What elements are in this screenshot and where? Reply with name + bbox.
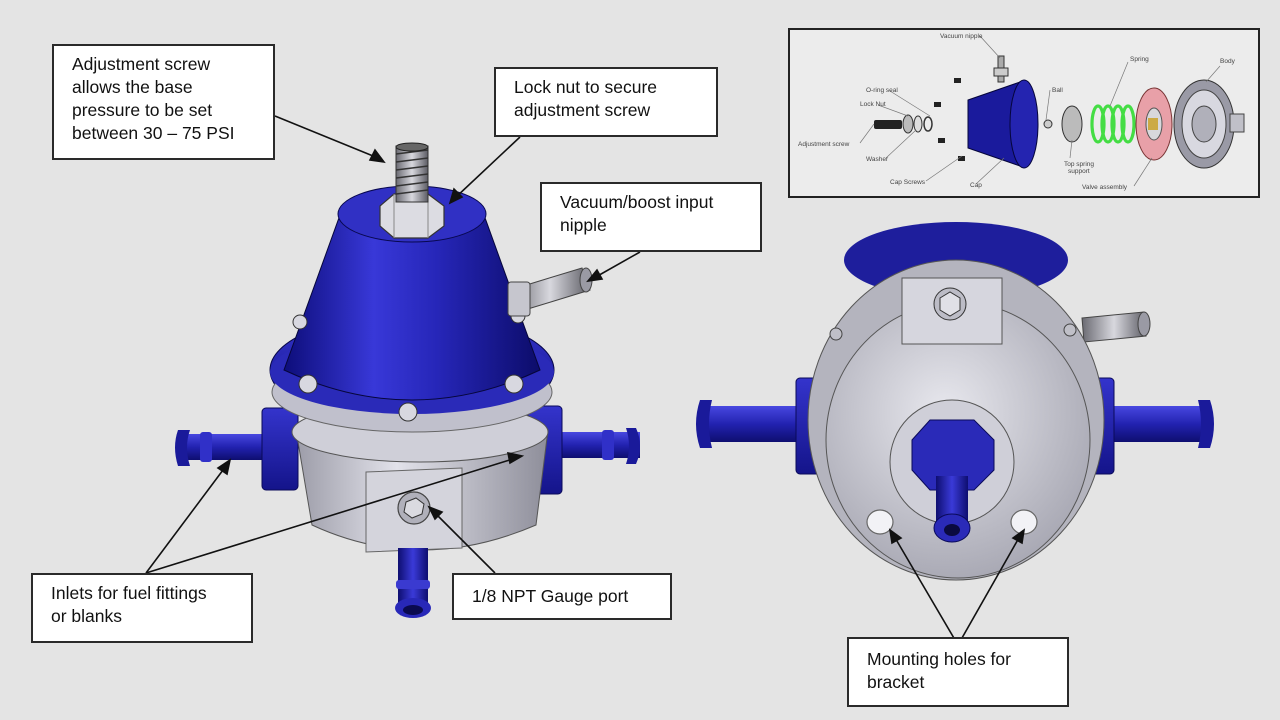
ev-body <box>1173 79 1245 169</box>
ev-label-adjustment-screw: Adjustment screw <box>798 141 850 148</box>
left-fuel-inlet <box>175 407 299 491</box>
gauge-port <box>365 467 463 553</box>
vacuum-nipple <box>507 267 593 317</box>
lock-nut <box>379 193 445 239</box>
ev-label-top-spring-support-2: support <box>1068 168 1090 175</box>
ev-adjustment-screw <box>874 120 902 129</box>
regulator-front-view <box>175 142 640 618</box>
callout-vacuum-nipple: Vacuum/boost input nipple <box>540 182 762 252</box>
ev-label-valve-assembly: Valve assembly <box>1082 184 1128 191</box>
ev-leader-lines <box>859 35 1221 187</box>
ev-top-spring-support <box>1061 105 1083 143</box>
ev-label-lock-nut: Lock Nut <box>860 101 886 108</box>
ev-valve-assembly <box>1135 87 1173 161</box>
ev-label-ball: Ball <box>1052 87 1063 94</box>
underside-vacuum-nipple <box>1081 311 1151 343</box>
ev-label-cap-screws: Cap Screws <box>890 179 926 186</box>
exploded-view-drawing: Vacuum nipple Spring Body O-ring seal Lo… <box>798 33 1245 191</box>
regulator-underside-view <box>696 222 1214 581</box>
ev-label-o-ring-seal: O-ring seal <box>866 87 898 94</box>
ev-vacuum-nipple <box>993 55 1009 83</box>
ev-label-vacuum-nipple: Vacuum nipple <box>940 33 983 40</box>
callout-gauge-port: 1/8 NPT Gauge port <box>452 573 672 620</box>
ev-ball <box>1043 119 1053 129</box>
ev-label-top-spring-support-1: Top spring <box>1064 161 1094 168</box>
ev-label-cap: Cap <box>970 182 982 189</box>
mounting-holes <box>866 509 1038 535</box>
underside-outlet <box>889 399 1015 543</box>
exploded-view-inset: Vacuum nipple Spring Body O-ring seal Lo… <box>788 28 1260 198</box>
callout-fuel-inlets: Inlets for fuel fittings or blanks <box>31 573 253 643</box>
leader-lines <box>145 115 1026 646</box>
callout-adjustment-screw: Adjustment screw allows the base pressur… <box>52 44 275 160</box>
ev-label-body: Body <box>1220 58 1236 65</box>
adjustment-screw <box>395 142 429 203</box>
ev-label-washer: Washer <box>866 156 889 163</box>
ev-spring <box>1090 104 1136 144</box>
ev-washer <box>913 115 923 133</box>
callout-lock-nut: Lock nut to secure adjustment screw <box>494 67 718 137</box>
ev-lock-nut <box>902 114 914 134</box>
bottom-outlet <box>395 548 431 618</box>
ev-label-spring: Spring <box>1130 56 1149 63</box>
callout-mounting-holes: Mounting holes for bracket <box>847 637 1069 707</box>
ev-o-ring <box>923 116 933 132</box>
